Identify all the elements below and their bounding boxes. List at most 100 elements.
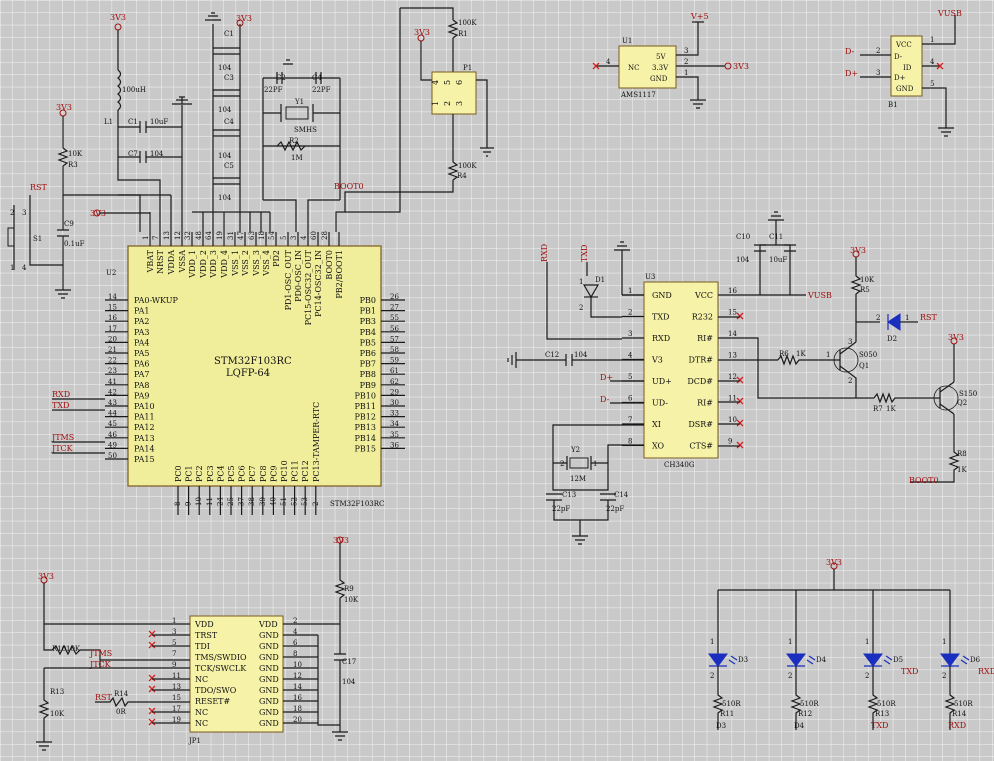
q1-part: S050 [859, 351, 877, 359]
mcu-right-pin-num: 56 [390, 325, 399, 333]
jtag-right-pin-name: GND [259, 719, 279, 728]
led-bottom-label: D4 [794, 722, 805, 730]
c4-value: 22PF [312, 86, 331, 94]
s1-pin-4: 4 [22, 264, 27, 272]
led-symbol [940, 653, 960, 667]
c1-ref: C1 [128, 118, 138, 126]
jtag-body [189, 615, 284, 733]
net-rst-reset: RST [30, 183, 48, 192]
mcu-name: STM32F103RC [214, 356, 292, 367]
ams-pin-num-4: 4 [606, 58, 611, 66]
jtag-right-pin-num: 12 [293, 672, 302, 680]
ch340-left-pin-name: UD- [652, 399, 668, 408]
led-resistor-value: 510R [800, 700, 819, 708]
usb-pin-vcc: VCC [895, 41, 912, 49]
r13-value: 10K [50, 710, 65, 718]
jtag-right-pin-name: VDD [258, 620, 278, 629]
jtag-right-pin-num: 8 [293, 650, 297, 658]
mcu-left-pin-name: PA5 [134, 349, 150, 358]
jtag-left-pin-name: TRST [195, 631, 218, 640]
net-v5-ams: V+5 [690, 12, 709, 21]
y1-ref: Y1 [294, 98, 304, 106]
usb-num-4: 4 [930, 58, 935, 66]
ch340-right-pin-num: 12 [728, 373, 737, 381]
mcu-left-pin-name: PA12 [134, 423, 155, 432]
cap-c-value: 104 [218, 152, 232, 160]
cap-d-value: 104 [218, 194, 232, 202]
mcu-right-pin-name: PB0 [360, 296, 376, 305]
mcu-bottom-pin-name: PC2 [195, 465, 204, 482]
net-3v3-r5: 3V3 [850, 246, 866, 255]
ch340-right-pin-name: RI# [697, 334, 713, 343]
jtag-left-pin-num: 9 [172, 661, 176, 669]
ch340-right-pin-name: R232 [692, 313, 713, 322]
ams-pin-33: 3.3V [652, 64, 669, 72]
mcu-bottom-pin-num: 24 [216, 497, 224, 506]
jtag-left-pin-name: TCK/SWCLK [195, 664, 247, 673]
jtag-right-pin-name: GND [259, 631, 279, 640]
ch340-left-pin-num: 7 [628, 416, 632, 424]
mcu-bottom-pins: 8PC09PC110PC211PC324PC425PC537PC638PC739… [174, 402, 321, 515]
mcu-bottom-pin-name: PC11 [291, 460, 300, 482]
usb-ref: B1 [888, 101, 898, 109]
led-pin-1: 1 [710, 638, 714, 646]
jtag-right-pin-name: GND [259, 664, 279, 673]
mcu-bottom-pin-num: 39 [259, 497, 267, 506]
led-group: 12D3510RR11D312D4510RR12D412D5TXD510RR13… [708, 590, 994, 730]
ch340-right-pin-num: 11 [728, 395, 737, 403]
led-symbol [786, 653, 806, 667]
q1-ref: Q1 [859, 362, 869, 370]
mcu-bottom-pin-num: 25 [227, 497, 235, 506]
ams-ref: U1 [622, 37, 632, 45]
mcu-bottom-pin-name: PC6 [238, 465, 247, 482]
jtag-right-pin-num: 10 [293, 661, 302, 669]
c9-ref: C9 [64, 220, 74, 228]
mcu-right-pin-num: 62 [390, 378, 399, 386]
mcu-right-pin-num: 55 [390, 314, 399, 322]
mcu-left-pin-num: 46 [108, 431, 117, 439]
usb-num-3: 3 [876, 69, 880, 77]
c7-ref: C7 [128, 150, 138, 158]
mcu-left-pin-num: 20 [108, 335, 117, 343]
jtag-right-pin-name: GND [259, 708, 279, 717]
ams-nc: NC [628, 64, 639, 72]
mcu-footer: STM32F103RC [330, 500, 384, 508]
r3-value: 10K [68, 150, 83, 158]
mcu-right-pin-num: 30 [390, 399, 399, 407]
jtag-left-pin-num: 13 [172, 683, 181, 691]
cap-c-ref: C4 [224, 118, 234, 126]
mcu-top-pin-num: 32 [184, 231, 192, 240]
s1-pin-1: 1 [10, 264, 14, 272]
mcu-top-pin-num: 64 [205, 231, 213, 240]
cap-a-ref: C1 [224, 30, 234, 38]
mcu-right-pin-num: 34 [390, 420, 399, 428]
mcu-right-pin-num: 57 [390, 335, 399, 343]
led-resistor-ref: R13 [875, 710, 889, 718]
q1-pin-3: 3 [848, 338, 852, 346]
mcu-top-pin-num: 19 [216, 231, 224, 240]
usb-pin-id: ID [903, 64, 912, 72]
jtag-right-pin-name: GND [259, 642, 279, 651]
led-bottom-label: RXD [948, 721, 966, 730]
led-pin-1: 1 [942, 638, 946, 646]
jtag-left-pin-num: 17 [172, 705, 181, 713]
jtag-left-pin-num: 1 [172, 617, 176, 625]
ch340-left-pin-name: V3 [651, 356, 663, 365]
y2-pin-1: 1 [593, 460, 597, 468]
mcu-right-pins: 26PB027PB155PB356PB457PB558PB659PB761PB8… [355, 293, 405, 453]
mcu-top-pin-num: 4 [300, 235, 308, 240]
c11-value: 10uF [769, 256, 787, 264]
r6-value: 1K [796, 350, 806, 358]
mcu-right-pin-num: 33 [390, 410, 399, 418]
l1-value: 100uH [122, 86, 146, 94]
led-bank: 3V3 12D3510RR11D312D4510RR12D412D5TXD510… [708, 558, 994, 730]
led-pin-2: 2 [942, 672, 946, 680]
mcu-right-pin-name: PB9 [360, 381, 376, 390]
net-dm-ch: D- [600, 395, 610, 404]
led-resistor-ref: R11 [720, 710, 734, 718]
mcu-top-pin-name: PD2 [272, 250, 281, 267]
net-jtms-mcu: JTMS [51, 433, 74, 442]
jtag-left-pin-num: 19 [172, 716, 181, 724]
